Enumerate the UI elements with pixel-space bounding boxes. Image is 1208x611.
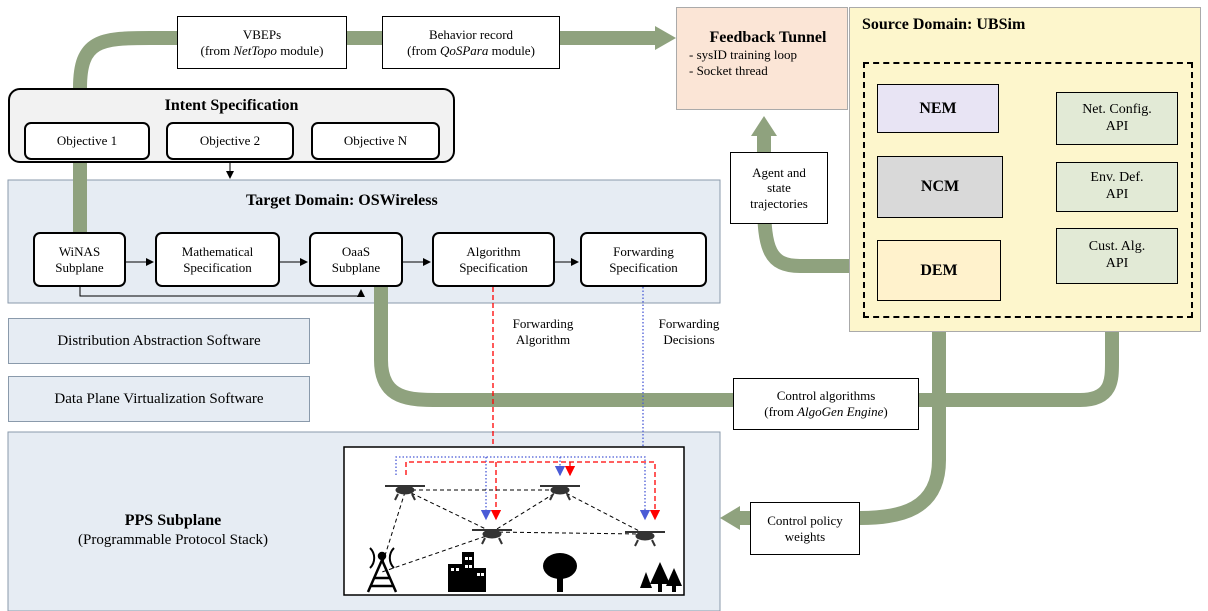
feedback-item-2: - Socket thread: [689, 62, 768, 78]
net-config-api: Net. Config.API: [1056, 92, 1178, 145]
control-algorithms-label: Control algorithms (from AlgoGen Engine): [733, 378, 919, 430]
distribution-abstraction-box: Distribution Abstraction Software: [8, 318, 310, 364]
feedback-title: Feedback Tunnel: [709, 29, 827, 46]
nem-box: NEM: [877, 84, 999, 133]
intent-title: Intent Specification: [164, 97, 299, 114]
pps-subplane-title: PPS Subplane (Programmable Protocol Stac…: [78, 512, 268, 548]
objective-1: Objective 1: [24, 122, 150, 160]
ncm-box: NCM: [877, 156, 1003, 218]
cust-alg-api: Cust. Alg.API: [1056, 228, 1178, 284]
source-dashed-frame: [863, 62, 1193, 318]
feedback-tunnel: Feedback Tunnel - sysID training loop - …: [676, 7, 848, 110]
objective-n: Objective N: [311, 122, 440, 160]
behavior-line1: Behavior record: [428, 26, 514, 42]
env-def-api: Env. Def.API: [1056, 162, 1178, 212]
objective-2: Objective 2: [166, 122, 294, 160]
dem-box: DEM: [877, 240, 1001, 301]
feedback-item-1: - sysID training loop: [689, 47, 797, 63]
vbeps-line1: VBEPs: [242, 26, 282, 42]
vbeps-label: VBEPs (from NetTopo module): [177, 16, 347, 69]
vbeps-line2: (from NetTopo module): [200, 42, 324, 58]
behavior-line2: (from QoSPara module): [407, 42, 535, 58]
behavior-record-label: Behavior record (from QoSPara module): [382, 16, 560, 69]
data-plane-virtualization-box: Data Plane Virtualization Software: [8, 376, 310, 422]
forwarding-lines: [492, 287, 644, 452]
target-domain-title: Target Domain: OSWireless: [246, 192, 438, 209]
source-domain-title: Source Domain: UBSim: [862, 16, 1026, 33]
drone-scene: [343, 446, 685, 596]
